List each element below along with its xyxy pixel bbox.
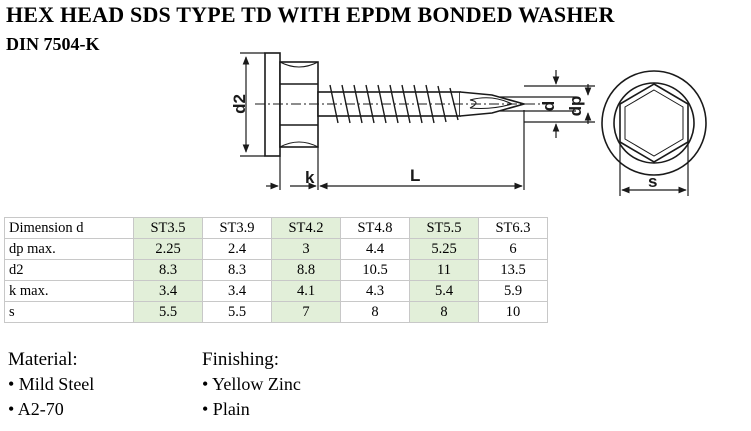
- table-cell: 5.4: [409, 280, 479, 302]
- finishing-item: • Plain: [202, 399, 250, 419]
- table-cell: 2.25: [133, 238, 203, 260]
- table-cell: 5.9: [478, 280, 548, 302]
- table-cell: 2.4: [202, 238, 272, 260]
- label-d: d: [539, 101, 558, 111]
- table-cell: 4.1: [271, 280, 341, 302]
- label-s: s: [648, 172, 657, 191]
- row-label-cell: k max.: [4, 280, 134, 302]
- label-d2: d2: [230, 94, 249, 114]
- table-cell: 6: [478, 238, 548, 260]
- table-cell: 5.25: [409, 238, 479, 260]
- material-section: Material: • Mild Steel • A2-70: [8, 347, 94, 422]
- table-cell: ST3.5: [133, 217, 203, 239]
- screw-end-view: [601, 70, 707, 176]
- table-cell: ST4.8: [340, 217, 410, 239]
- table-cell: 13.5: [478, 259, 548, 281]
- finishing-heading: Finishing:: [202, 349, 280, 370]
- table-cell: ST4.2: [271, 217, 341, 239]
- finishing-item: • Yellow Zinc: [202, 374, 301, 394]
- dimension-d-dp: [500, 70, 595, 138]
- table-cell: 5.5: [133, 301, 203, 323]
- label-k: k: [305, 168, 315, 187]
- table-cell: 11: [409, 259, 479, 281]
- table-cell: 4.3: [340, 280, 410, 302]
- row-label-cell: d2: [4, 259, 134, 281]
- table-cell: 8: [340, 301, 410, 323]
- table-cell: 3.4: [133, 280, 203, 302]
- table-cell: ST3.9: [202, 217, 272, 239]
- table-cell: 10: [478, 301, 548, 323]
- table-cell: 8: [409, 301, 479, 323]
- table-cell: 7: [271, 301, 341, 323]
- table-cell: 8.8: [271, 259, 341, 281]
- material-item: • A2-70: [8, 399, 64, 419]
- row-label-cell: dp max.: [4, 238, 134, 260]
- material-item: • Mild Steel: [8, 374, 95, 394]
- page-subtitle: DIN 7504-K: [6, 34, 100, 54]
- label-dp: dp: [566, 96, 585, 117]
- finishing-section: Finishing: • Yellow Zinc • Plain: [202, 347, 301, 422]
- label-L: L: [410, 166, 420, 185]
- table-cell: 8.3: [133, 259, 203, 281]
- table-cell: 8.3: [202, 259, 272, 281]
- page-title: HEX HEAD SDS TYPE TD WITH EPDM BONDED WA…: [6, 2, 615, 27]
- table-cell: ST6.3: [478, 217, 548, 239]
- row-label-cell: s: [4, 301, 134, 323]
- table-cell: 10.5: [340, 259, 410, 281]
- dimension-d2: [240, 52, 265, 157]
- table-cell: 5.5: [202, 301, 272, 323]
- table-cell: ST5.5: [409, 217, 479, 239]
- table-cell: 4.4: [340, 238, 410, 260]
- row-label-cell: Dimension d: [4, 217, 134, 239]
- material-heading: Material:: [8, 349, 78, 370]
- dimension-s: [619, 142, 689, 196]
- table-cell: 3.4: [202, 280, 272, 302]
- screw-technical-drawing: d2 k L d dp s: [230, 52, 707, 196]
- dimension-k-l: [266, 110, 525, 190]
- table-cell: 3: [271, 238, 341, 260]
